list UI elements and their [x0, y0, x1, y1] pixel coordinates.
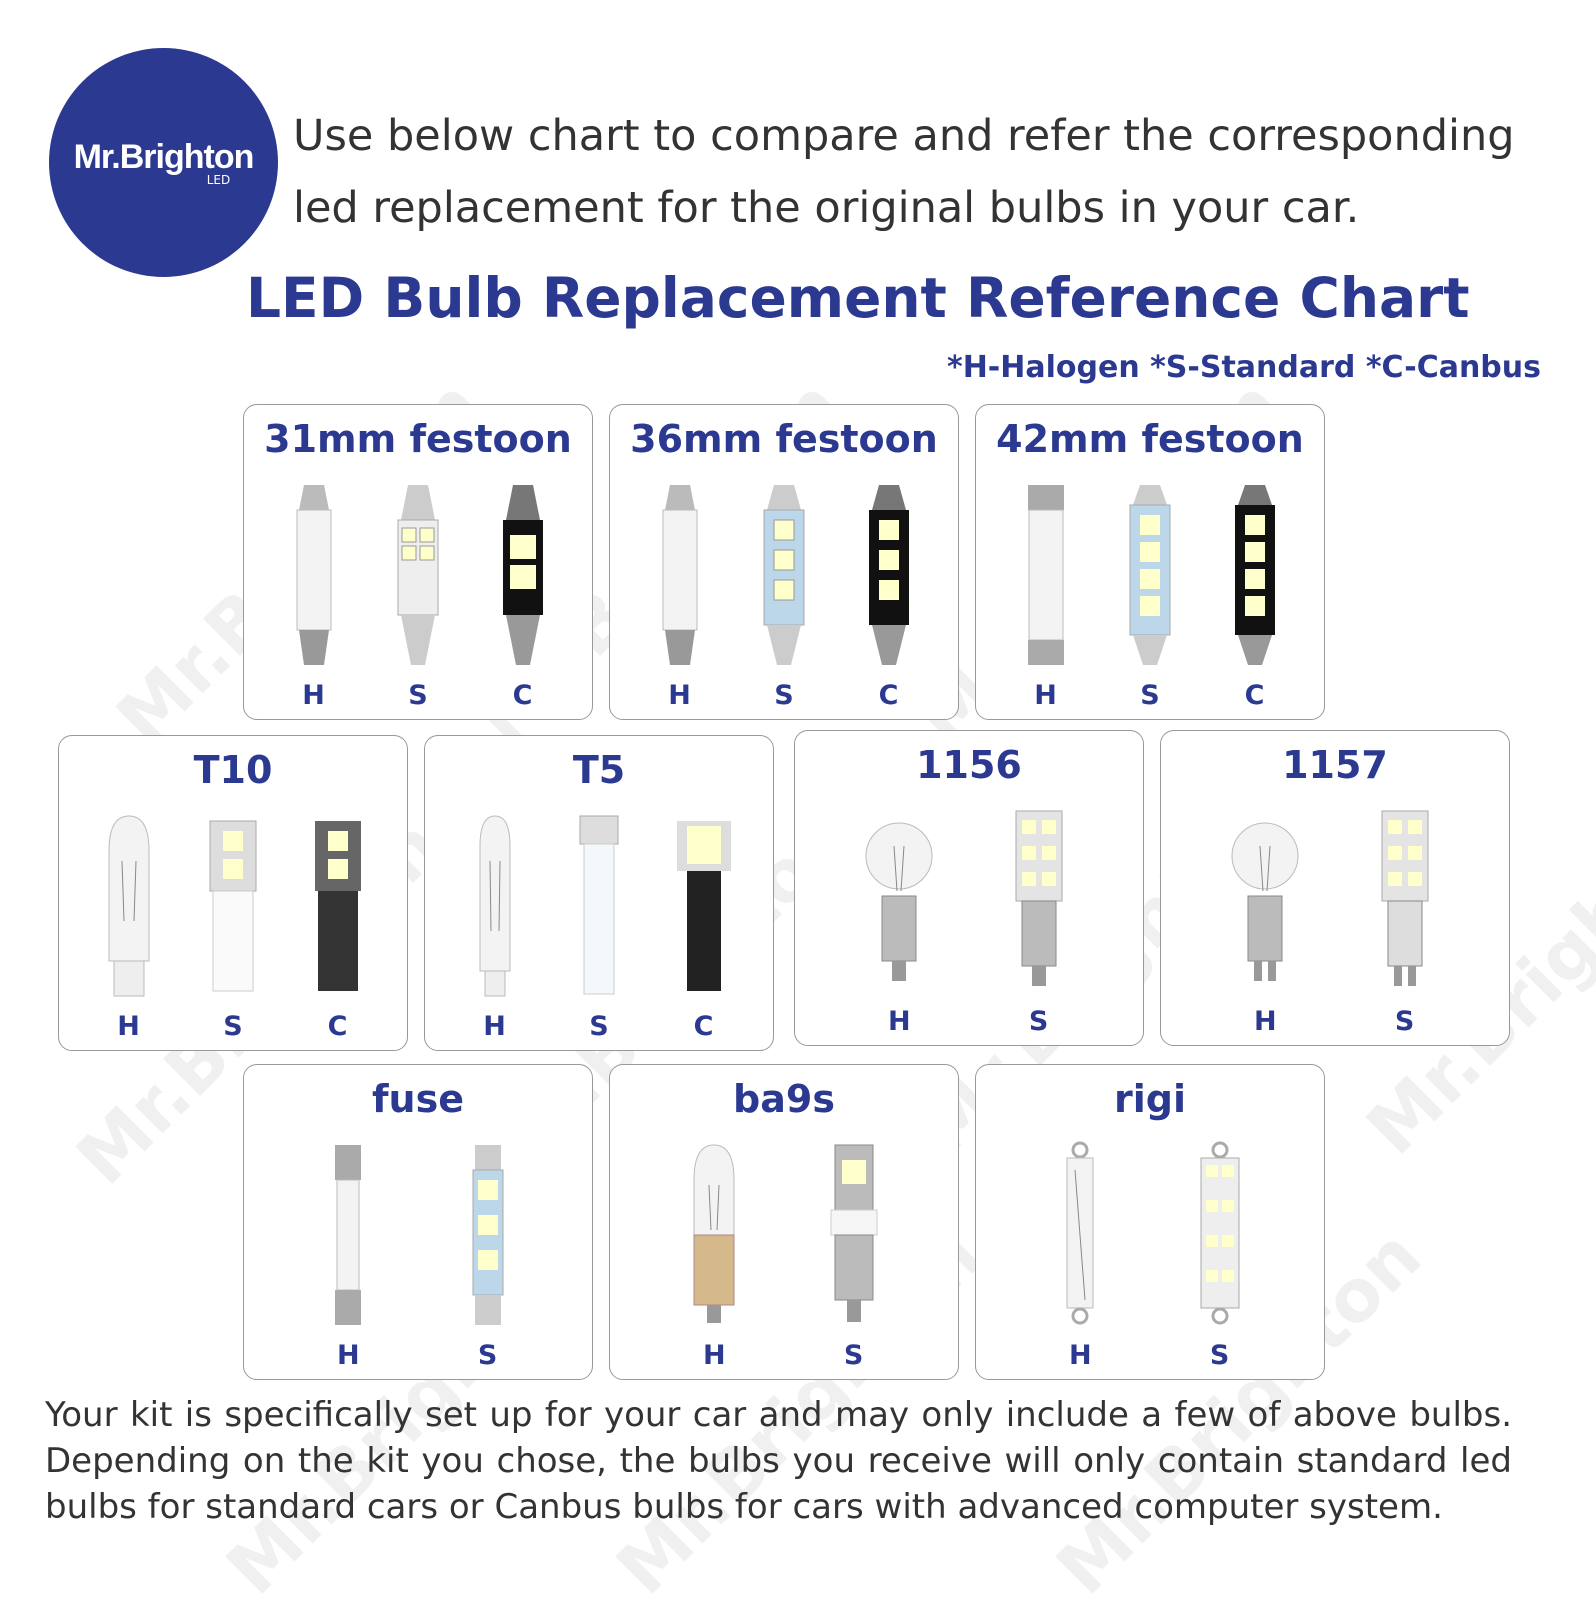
bayonet-standard-icon [1015, 810, 1063, 986]
type-label: H [1069, 1340, 1092, 1371]
rigi-standard-icon [1200, 1141, 1240, 1325]
ba9s-standard-icon [830, 1144, 878, 1322]
fuse-standard-icon [472, 1145, 504, 1325]
type-label: H [302, 680, 325, 711]
type-label: S [1028, 1006, 1049, 1037]
type-label: H [888, 1006, 911, 1037]
type-label: S [774, 680, 794, 711]
type-label: C [878, 680, 899, 711]
festoon-halogen-icon [1027, 485, 1064, 665]
type-label: S [1209, 1340, 1230, 1371]
type-label: H [703, 1340, 726, 1371]
brand-logo: Mr.Brighton LED [49, 48, 278, 277]
card-title: 31mm festoon [264, 417, 572, 461]
logo-sub: LED [206, 172, 231, 187]
card-title: ba9s [733, 1077, 835, 1121]
type-label: S [589, 1011, 609, 1042]
wedge-standard-icon [209, 820, 257, 992]
type-label: H [337, 1340, 360, 1371]
wedge-halogen-icon [108, 815, 149, 997]
bulb-card: fuse H S [243, 1064, 593, 1380]
type-label: C [693, 1011, 714, 1042]
card-title: T10 [193, 748, 273, 792]
card-title: 42mm festoon [996, 417, 1304, 461]
bulb-card: 42mm festoon H S C [975, 404, 1325, 720]
bayonet-halogen-icon [1231, 822, 1299, 981]
card-title: 36mm festoon [630, 417, 938, 461]
festoon-canbus-icon [502, 485, 543, 665]
ba9s-halogen-icon [693, 1144, 735, 1323]
bulb-card: 1157 H S [1160, 730, 1510, 1046]
festoon-canbus-icon [1234, 485, 1275, 665]
type-label: S [1140, 680, 1160, 711]
type-label: H [668, 680, 691, 711]
type-label: H [1254, 1006, 1277, 1037]
rigi-halogen-icon [1066, 1141, 1094, 1325]
type-label: C [512, 680, 533, 711]
bulb-card: T5 H S C [424, 735, 774, 1051]
type-label: S [843, 1340, 864, 1371]
wedge-halogen-icon [479, 815, 510, 997]
type-label: S [223, 1011, 243, 1042]
logo-text: Mr.Brighton [73, 137, 255, 176]
card-title: 1157 [1282, 743, 1388, 787]
type-label: H [1034, 680, 1057, 711]
page-title: LED Bulb Replacement Reference Chart [246, 266, 1470, 330]
card-title: fuse [372, 1077, 464, 1121]
bulb-card: rigi H S [975, 1064, 1325, 1380]
legend-text: *H-Halogen *S-Standard *C-Canbus [947, 350, 1541, 385]
type-label: H [483, 1011, 506, 1042]
intro-text: Use below chart to compare and refer the… [293, 111, 1515, 233]
type-label: C [327, 1011, 348, 1042]
card-title: rigi [1114, 1077, 1186, 1121]
card-title: T5 [572, 748, 626, 792]
bulb-card: T10 H S C [58, 735, 408, 1051]
bulb-card: ba9s H S [609, 1064, 959, 1380]
festoon-canbus-icon [868, 485, 909, 665]
bayonet-standard-icon [1381, 810, 1429, 986]
type-label: S [477, 1340, 498, 1371]
wedge-canbus-icon [314, 821, 361, 991]
festoon-standard-icon [763, 485, 805, 665]
festoon-standard-icon [397, 485, 439, 665]
wedge-standard-icon [579, 815, 619, 995]
festoon-halogen-icon [296, 485, 331, 665]
type-label: H [117, 1011, 140, 1042]
type-label: C [1244, 680, 1265, 711]
bulb-card: 36mm festoon H S C [609, 404, 959, 720]
type-label: S [1394, 1006, 1415, 1037]
bulb-card: 1156 H S [794, 730, 1144, 1046]
wedge-canbus-icon [676, 821, 731, 991]
footer-note: Your kit is specifically set up for your… [45, 1395, 1512, 1527]
type-label: S [408, 680, 428, 711]
bulb-card: 31mm festoon H S C [243, 404, 593, 720]
bayonet-halogen-icon [865, 822, 933, 981]
festoon-standard-icon [1129, 485, 1171, 665]
card-title: 1156 [916, 743, 1022, 787]
festoon-halogen-icon [662, 485, 697, 665]
fuse-halogen-icon [335, 1145, 362, 1325]
